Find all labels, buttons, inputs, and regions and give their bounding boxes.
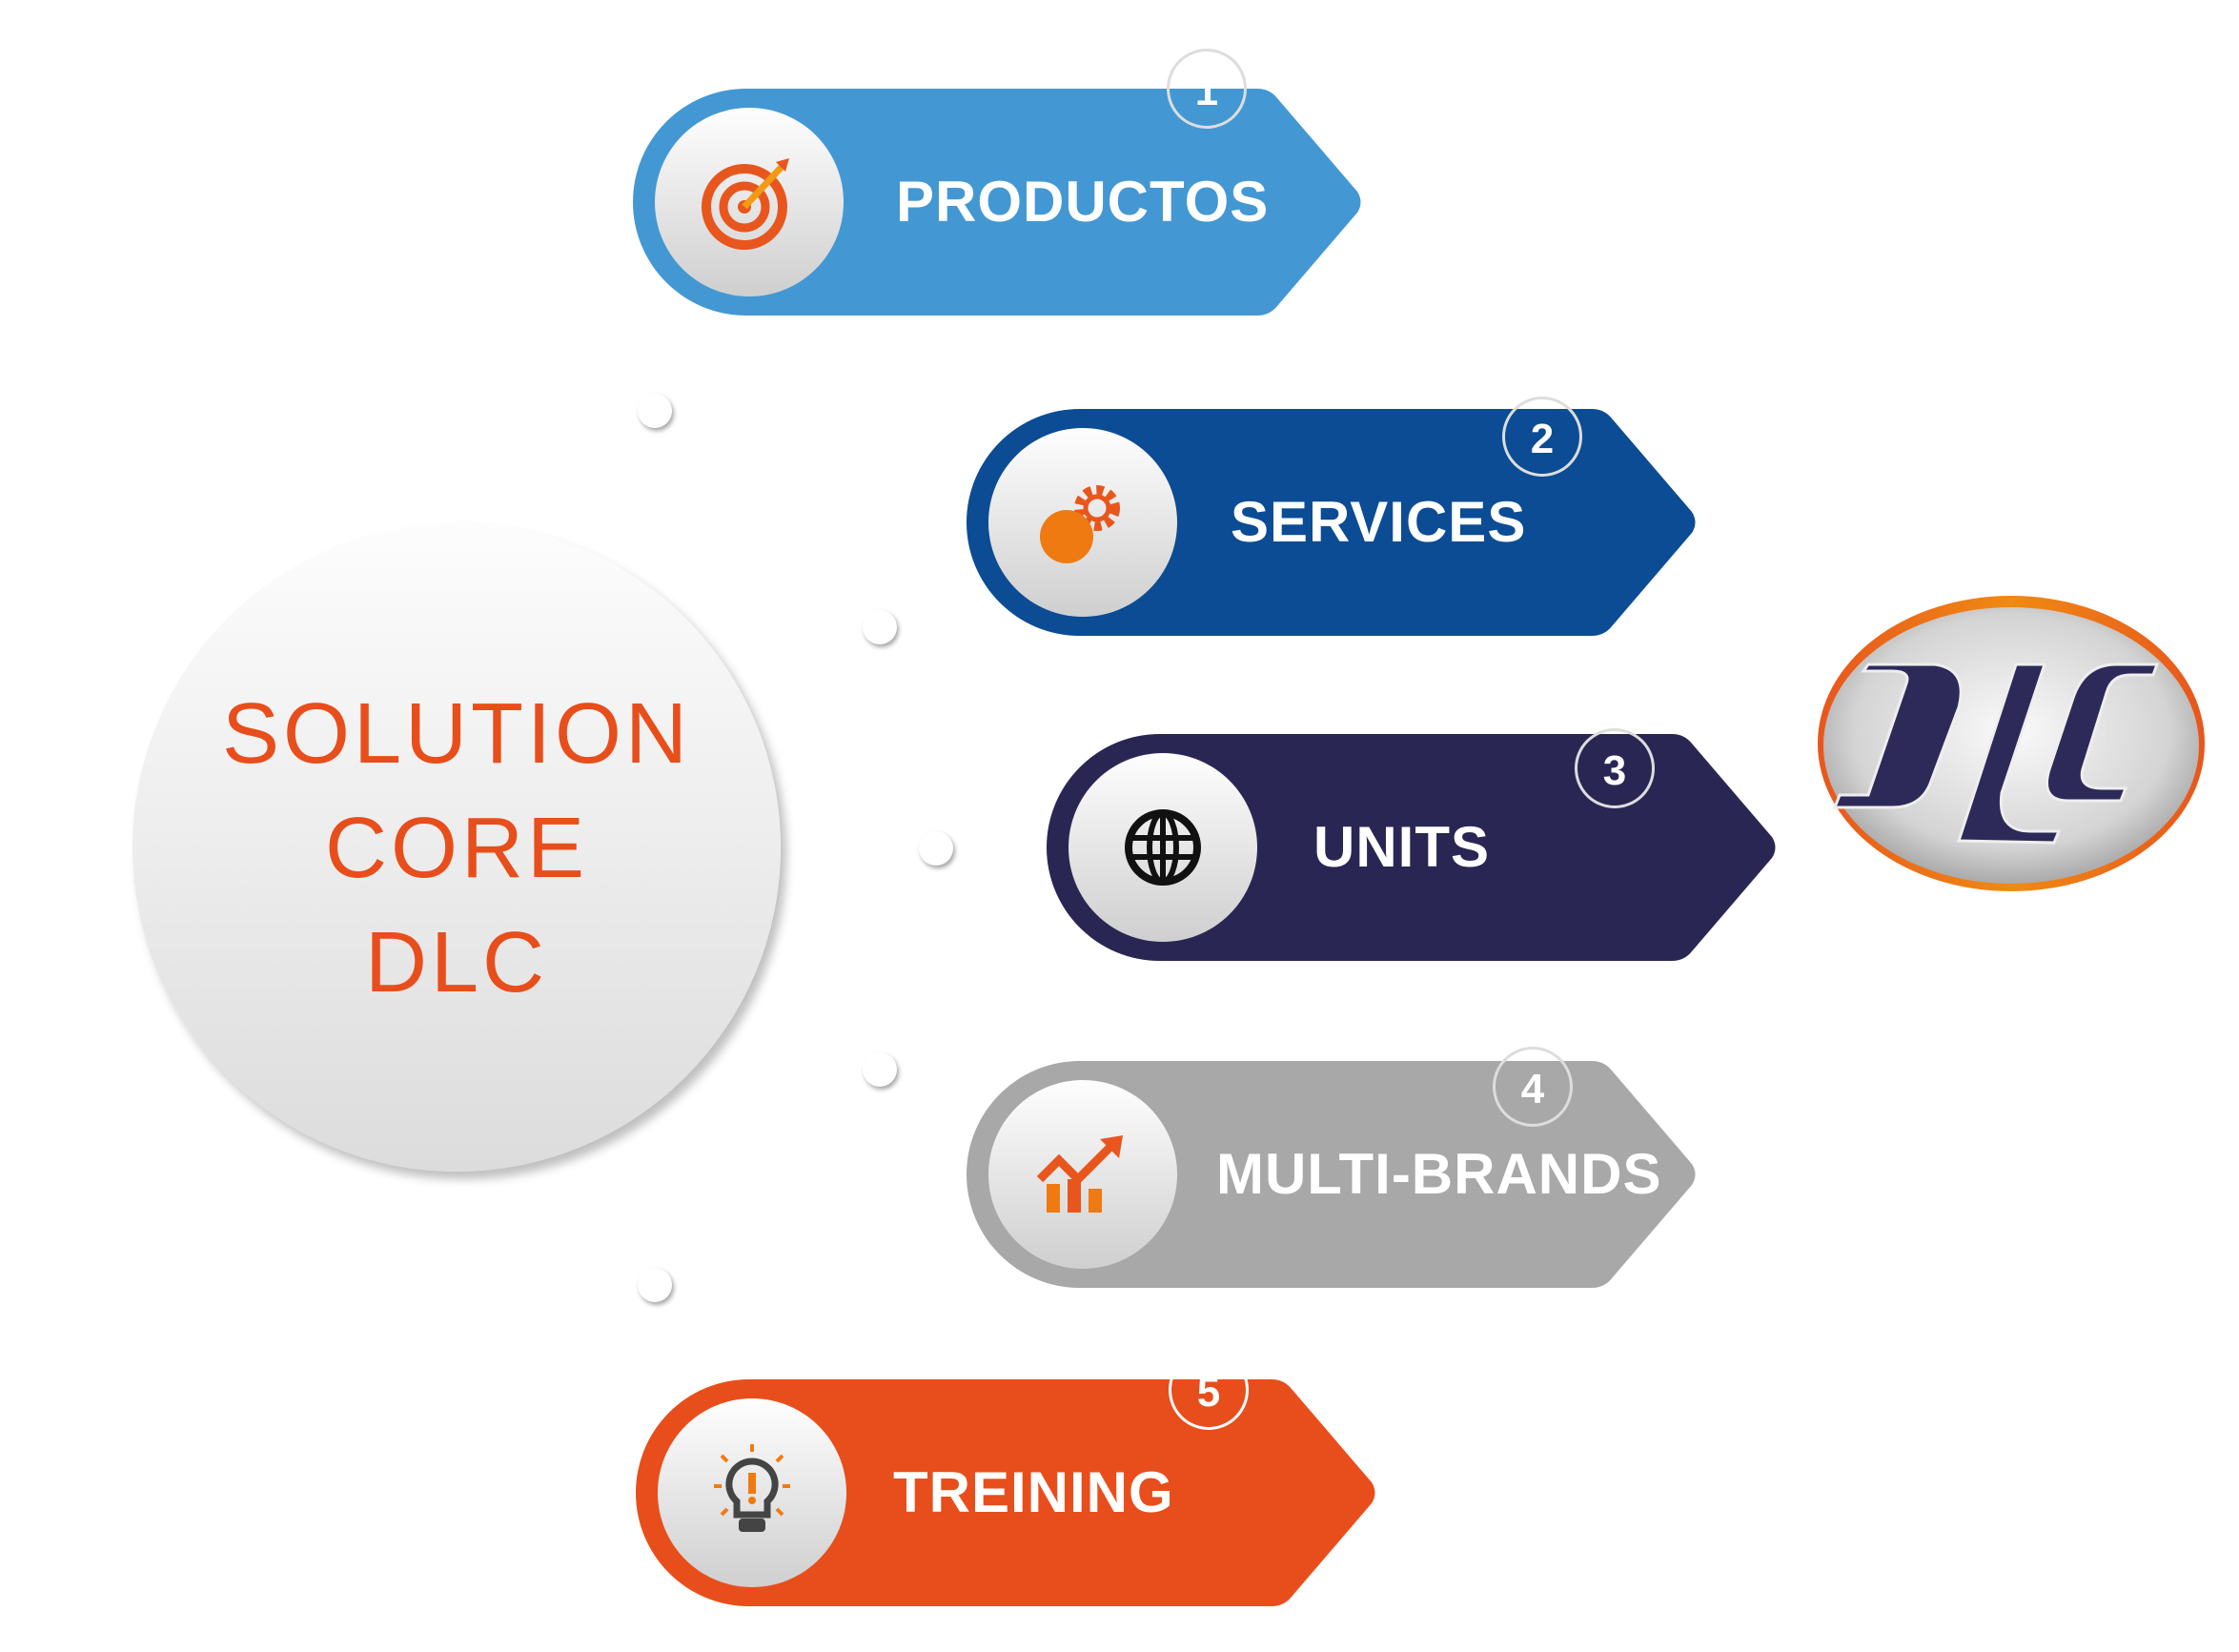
banner-productos[interactable]: PRODUCTOS 1 (633, 49, 1364, 316)
connector-dot (919, 831, 953, 866)
connector-dot (863, 610, 897, 644)
step-number: 3 (1575, 728, 1655, 808)
solution-core-circle: SOLUTION CORE DLC (132, 523, 781, 1172)
step-number: 1 (1167, 49, 1247, 129)
banner-treining[interactable]: TREINING 5 (636, 1350, 1378, 1606)
banner-multi-brands[interactable]: MULTI-BRANDS 4 (967, 1047, 1699, 1288)
banner-units[interactable]: UNITS 3 (1047, 728, 1779, 961)
core-line-2: CORE (324, 801, 589, 896)
growth-chart-icon (988, 1080, 1177, 1269)
gear-icon (988, 428, 1177, 617)
banner-label: SERVICES (1231, 490, 1527, 554)
banner-label: PRODUCTOS (896, 170, 1270, 234)
banner-label: UNITS (1313, 815, 1490, 879)
connector-dot (863, 1052, 897, 1087)
lightbulb-icon (658, 1398, 846, 1587)
connector-dot (638, 394, 672, 428)
core-line-1: SOLUTION (221, 686, 692, 782)
connector-dot (638, 1268, 672, 1302)
banner-services[interactable]: SERVICES 2 (967, 397, 1699, 636)
step-number: 5 (1169, 1350, 1249, 1430)
banner-label: MULTI-BRANDS (1216, 1142, 1662, 1206)
dlc-logo (1816, 593, 2207, 899)
target-icon (655, 108, 844, 296)
core-line-3: DLC (364, 915, 549, 1010)
globe-icon (1069, 753, 1257, 942)
step-number: 2 (1502, 397, 1582, 477)
step-number: 4 (1493, 1047, 1573, 1127)
banner-label: TREINING (893, 1460, 1174, 1524)
